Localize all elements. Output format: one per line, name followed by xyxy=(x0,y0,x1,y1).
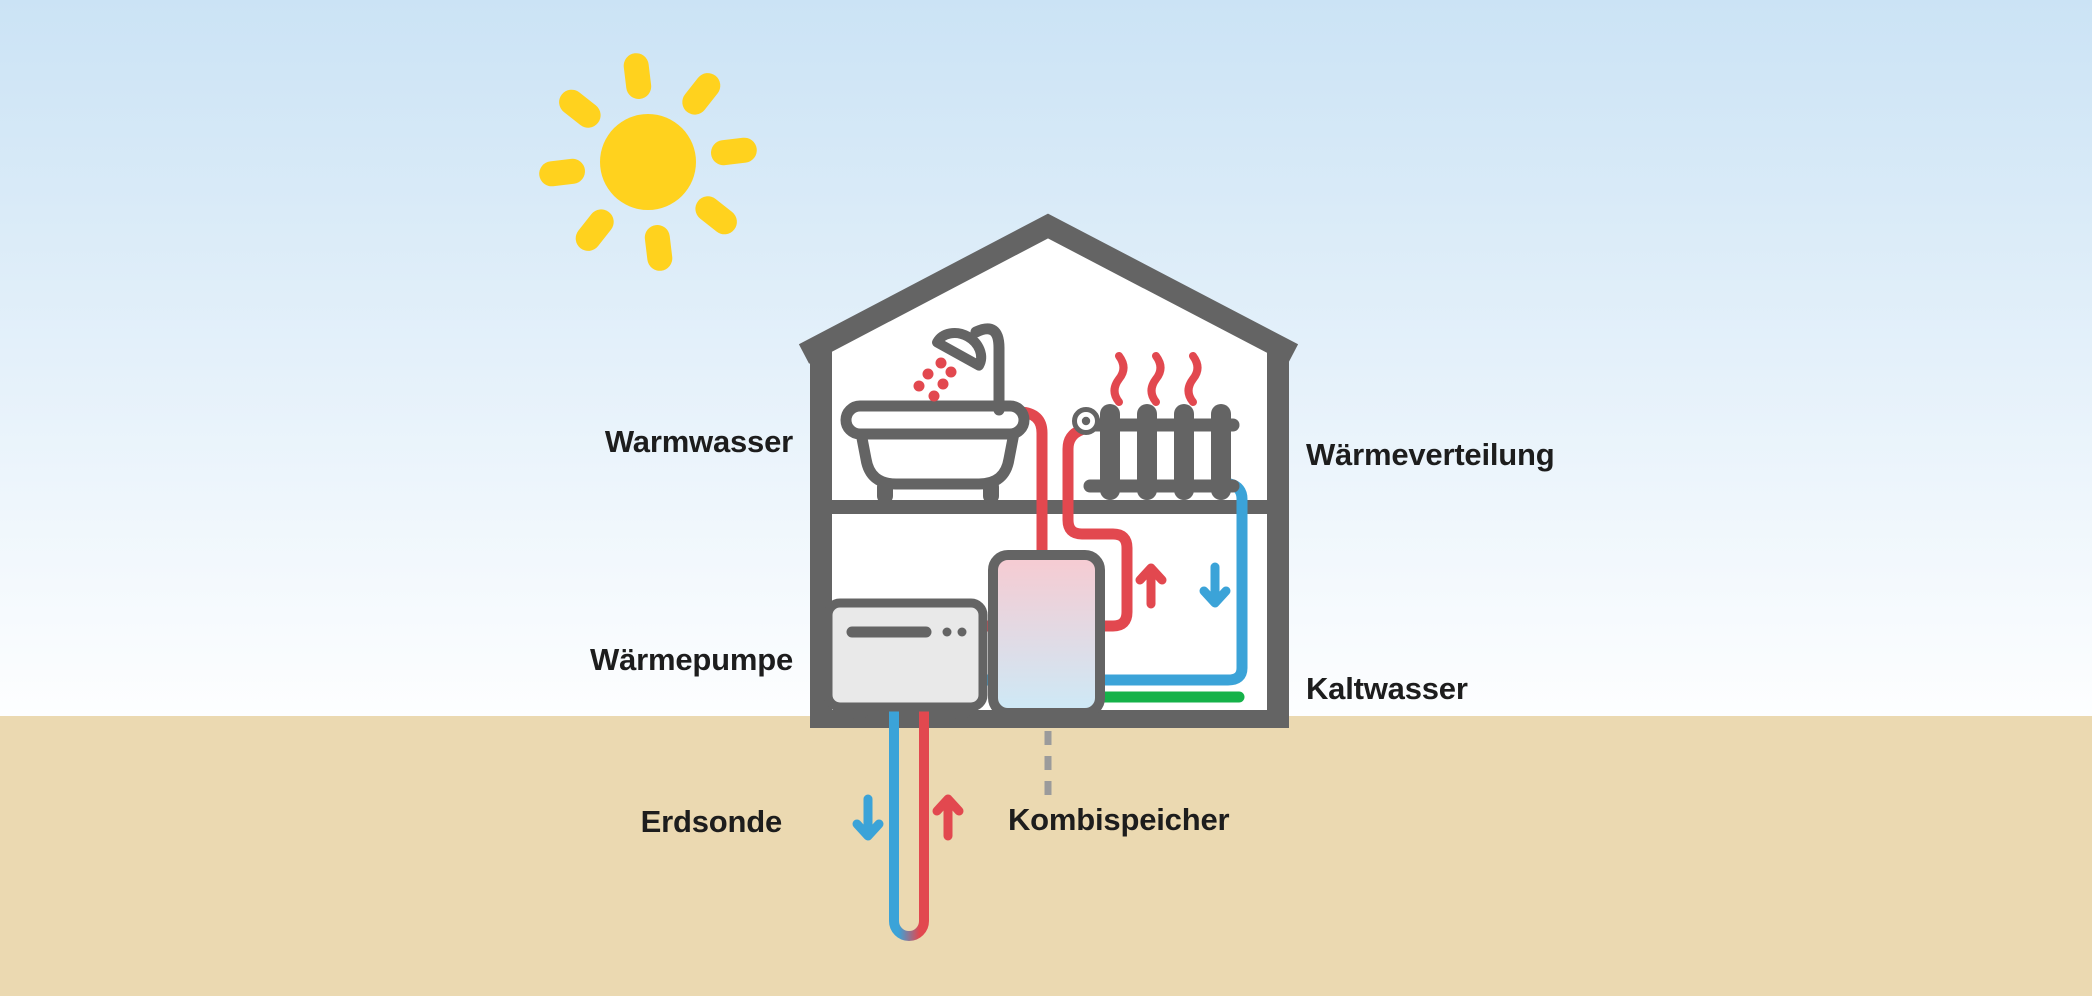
heat-wave xyxy=(1110,352,1128,406)
label-warm-water: Warmwasser xyxy=(604,424,793,459)
label-heat-distribution: Wärmeverteilung xyxy=(1306,437,1555,472)
pipe-hot-heating-circuit xyxy=(976,424,1133,632)
shower-drops xyxy=(913,357,957,402)
valve-dot xyxy=(1081,416,1091,426)
down-arrow-icon xyxy=(1199,562,1231,608)
sun-disc xyxy=(600,114,696,210)
up-arrow-icon xyxy=(1135,563,1167,609)
sun-ray xyxy=(644,225,673,271)
house-roof xyxy=(798,213,1299,364)
heat-waves-icon xyxy=(1110,352,1202,406)
label-cold-water: Kaltwasser xyxy=(1306,671,1468,706)
ground-probe-icon xyxy=(889,702,929,941)
probe-u-bend xyxy=(889,920,929,941)
drop xyxy=(928,390,940,402)
radiator-icon xyxy=(1072,352,1240,500)
heat-wave xyxy=(1147,352,1165,406)
sun-ray xyxy=(559,89,601,128)
sun-rays xyxy=(539,53,757,271)
storage-tank-icon xyxy=(988,550,1105,718)
heat-pump-indicator-dot xyxy=(957,627,967,637)
house-right-wall xyxy=(1267,342,1289,728)
drop xyxy=(913,380,925,392)
sun-ray xyxy=(623,53,652,99)
shower-head xyxy=(932,328,987,371)
sun-icon xyxy=(539,53,757,271)
bathtub-body xyxy=(855,431,1020,490)
sun-ray xyxy=(682,73,721,115)
heat-wave xyxy=(1184,352,1202,406)
bathtub-feet xyxy=(877,479,999,504)
drop xyxy=(945,366,957,378)
shower-arm xyxy=(970,323,1005,416)
label-ground-probe: Erdsonde xyxy=(640,804,783,839)
heat-pump-body xyxy=(823,598,988,712)
heat-pump-icon xyxy=(823,598,988,720)
drop xyxy=(935,357,947,369)
drop xyxy=(922,368,934,380)
sun-ray xyxy=(711,137,757,166)
house-floor-divider xyxy=(831,500,1268,514)
bathtub-icon xyxy=(840,400,1030,504)
sun-ray xyxy=(539,158,585,187)
label-heat-pump: Wärmepumpe xyxy=(590,642,793,677)
house-foundation xyxy=(810,710,1289,728)
drop xyxy=(937,378,949,390)
label-combi-storage: Kombispeicher xyxy=(1008,802,1230,837)
house-icon xyxy=(798,213,1299,728)
up-arrow-icon xyxy=(932,794,964,841)
sun-ray xyxy=(695,196,737,235)
house-interior xyxy=(810,226,1289,716)
sun-ray xyxy=(575,209,614,251)
heat-pump-indicator-dot xyxy=(942,627,952,637)
shower-icon xyxy=(913,323,1005,416)
bathtub-rim xyxy=(840,400,1030,440)
down-arrow-icon xyxy=(852,794,884,841)
